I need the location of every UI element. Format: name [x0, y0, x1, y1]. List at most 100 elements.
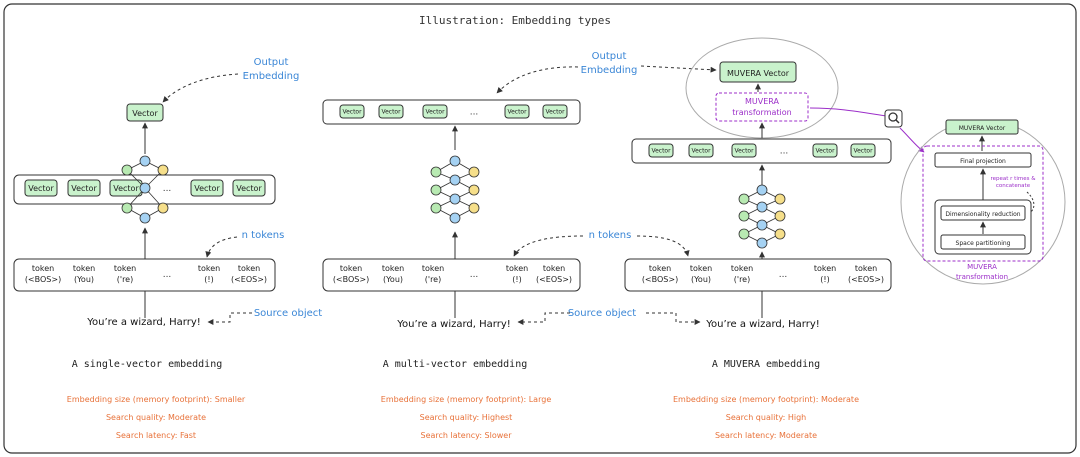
neural-network-icon	[121, 155, 169, 224]
source-sentence: You’re a wizard, Harry!	[705, 319, 820, 330]
vector-box	[542, 104, 568, 119]
zoom-caption-1: MUVERA	[967, 263, 997, 271]
muvera-transformation-label-1: MUVERA	[745, 97, 780, 106]
token-value: (You)	[74, 275, 94, 284]
network-node	[157, 202, 169, 214]
token-value: (<EOS>)	[536, 275, 572, 284]
network-node	[756, 201, 768, 213]
neural-network-icon	[430, 155, 480, 224]
token-label: token	[32, 264, 54, 273]
vector-label: Vector	[381, 109, 401, 116]
token-label: token	[422, 264, 444, 273]
metric-size: Embedding size (memory footprint): Large	[381, 395, 552, 404]
network-node	[756, 237, 768, 249]
network-node	[449, 155, 461, 167]
token-ellipsis: ...	[163, 270, 172, 280]
output-vector-box	[126, 103, 164, 122]
outer-frame	[3, 3, 1077, 454]
vector-box	[504, 104, 530, 119]
vector-label: Vector	[71, 184, 97, 193]
network-node	[121, 164, 133, 176]
vector-box	[378, 104, 404, 119]
token-value: ('re)	[425, 275, 441, 284]
token-value: (<EOS>)	[848, 275, 884, 284]
muvera-vector-box	[719, 61, 797, 83]
token-label: token	[690, 264, 712, 273]
token-ellipsis: ...	[470, 270, 479, 280]
vector-box	[339, 104, 365, 119]
network-node	[430, 166, 442, 178]
token-value: (!)	[512, 275, 521, 284]
token-label: token	[649, 264, 671, 273]
vector-label: Vector	[507, 109, 527, 116]
vector-box	[812, 143, 838, 158]
final-projection-label: Final projection	[960, 158, 1006, 165]
vector-label: Vector	[425, 109, 445, 116]
zoom-caption-2: transformation	[956, 273, 1008, 281]
vector-label: Vector	[236, 184, 262, 193]
source-object-label: Source object	[568, 308, 636, 319]
repeat-label-1: repeat r times &	[990, 176, 1036, 182]
vector-box	[850, 143, 876, 158]
network-node	[121, 202, 133, 214]
dimensionality-reduction-box	[940, 205, 1026, 221]
vector-label: Vector	[113, 184, 139, 193]
token-value: (<BOS>)	[333, 275, 369, 284]
token-label: token	[731, 264, 753, 273]
token-label: token	[238, 264, 260, 273]
network-node	[157, 164, 169, 176]
token-label: token	[814, 264, 836, 273]
network-node	[756, 184, 768, 196]
tokens-container	[322, 258, 581, 292]
vector-box	[422, 104, 448, 119]
space-partitioning-label: Space partitioning	[956, 240, 1011, 247]
network-node	[449, 212, 461, 224]
token-label: token	[114, 264, 136, 273]
token-label: token	[382, 264, 404, 273]
vector-label: Vector	[734, 148, 754, 155]
token-label: token	[73, 264, 95, 273]
token-label: token	[198, 264, 220, 273]
muvera-transformation-label-2: transformation	[732, 108, 791, 117]
vector-label: Vector	[28, 184, 54, 193]
panel-muvera: MUVERA Vector MUVERA transformation Vect…	[624, 37, 925, 440]
tokens-container	[13, 258, 276, 292]
token-label: token	[543, 264, 565, 273]
metric-latency: Search latency: Fast	[116, 431, 196, 440]
vector-label: Vector	[342, 109, 362, 116]
vector-label: Vector	[194, 184, 220, 193]
magnifier-icon[interactable]	[884, 109, 903, 128]
output-embedding-label-1: Output	[254, 57, 289, 68]
caption-muvera: A MUVERA embedding	[712, 359, 820, 370]
output-vector-label: Vector	[132, 109, 158, 118]
caption-single: A single-vector embedding	[72, 359, 223, 370]
token-value: (You)	[691, 275, 711, 284]
network-node	[738, 228, 750, 240]
network-node	[468, 184, 480, 196]
vector-ellipsis: ...	[780, 147, 789, 157]
network-node	[139, 182, 151, 194]
output-embedding-label-1: Output	[592, 51, 627, 62]
tokens-container	[624, 258, 892, 292]
page-title: Illustration: Embedding types	[419, 14, 611, 27]
vector-box	[67, 179, 101, 197]
space-partitioning-box	[940, 234, 1026, 250]
token-label: token	[506, 264, 528, 273]
token-value: (<EOS>)	[231, 275, 267, 284]
metric-quality: Search quality: Highest	[420, 413, 513, 422]
vector-label: Vector	[691, 148, 711, 155]
token-label: token	[340, 264, 362, 273]
caption-multi: A multi-vector embedding	[383, 359, 528, 370]
vector-box	[232, 179, 266, 197]
vector-label: Vector	[545, 109, 565, 116]
zoom-muvera-vector-label: MUVERA Vector	[959, 125, 1006, 132]
n-tokens-label: n tokens	[242, 230, 285, 241]
vector-label: Vector	[853, 148, 873, 155]
zoom-muvera-vector-box	[945, 119, 1019, 135]
metric-size: Embedding size (memory footprint): Moder…	[673, 395, 859, 404]
network-node	[738, 193, 750, 205]
network-node	[449, 193, 461, 205]
repeat-label-2: concatenate	[996, 183, 1031, 189]
vector-box	[190, 179, 224, 197]
